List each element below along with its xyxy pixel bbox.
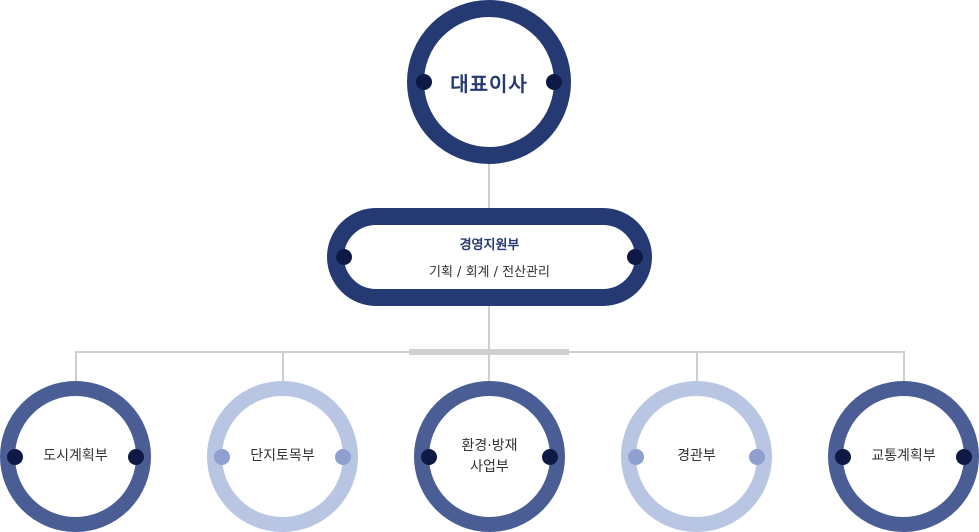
connector-dept-2 xyxy=(282,351,284,381)
dept-node-urban-planning: 도시계획부 xyxy=(0,381,151,532)
ring-dot-left xyxy=(835,448,851,465)
ring-dot-left xyxy=(416,74,432,90)
ring-dot-right xyxy=(542,448,558,465)
management-title: 경영지원부 xyxy=(459,238,520,253)
pill-dot-right xyxy=(627,249,643,265)
dept-node-environment-disaster: 환경·방재 사업부 xyxy=(414,381,565,532)
dept-node-traffic-planning: 교통계획부 xyxy=(828,381,979,532)
dept-label: 단지토목부 xyxy=(250,448,315,464)
ring-dot-right xyxy=(546,74,562,90)
ring-dot-right xyxy=(335,448,351,465)
ring-dot-left xyxy=(421,448,437,465)
ring-dot-right xyxy=(128,448,144,465)
connector-dept-5 xyxy=(903,351,905,381)
management-subtitle: 기획 / 회계 / 전산관리 xyxy=(429,265,550,280)
ring-dot-left xyxy=(628,448,644,465)
dept-label: 도시계획부 xyxy=(43,448,108,464)
ceo-label: 대표이사 xyxy=(450,71,528,96)
connector-dept-1 xyxy=(75,351,77,381)
connector-dept-3 xyxy=(488,351,490,381)
dept-node-civil-engineering: 단지토목부 xyxy=(207,381,358,532)
dept-label: 경관부 xyxy=(677,448,716,464)
pill-dot-left xyxy=(336,249,352,265)
connector-management-to-branch xyxy=(488,306,490,352)
connector-ceo-to-management xyxy=(488,164,490,208)
ring-dot-left xyxy=(7,448,23,465)
dept-node-landscape: 경관부 xyxy=(621,381,772,532)
ring-dot-right xyxy=(956,448,972,465)
dept-label: 교통계획부 xyxy=(871,448,936,464)
ring-dot-left xyxy=(214,448,230,465)
ring-dot-right xyxy=(749,448,765,465)
connector-dept-4 xyxy=(696,351,698,381)
ceo-node: 대표이사 xyxy=(407,0,571,164)
management-support-node: 경영지원부 기획 / 회계 / 전산관리 xyxy=(327,208,652,306)
dept-label: 환경·방재 사업부 xyxy=(461,437,518,475)
